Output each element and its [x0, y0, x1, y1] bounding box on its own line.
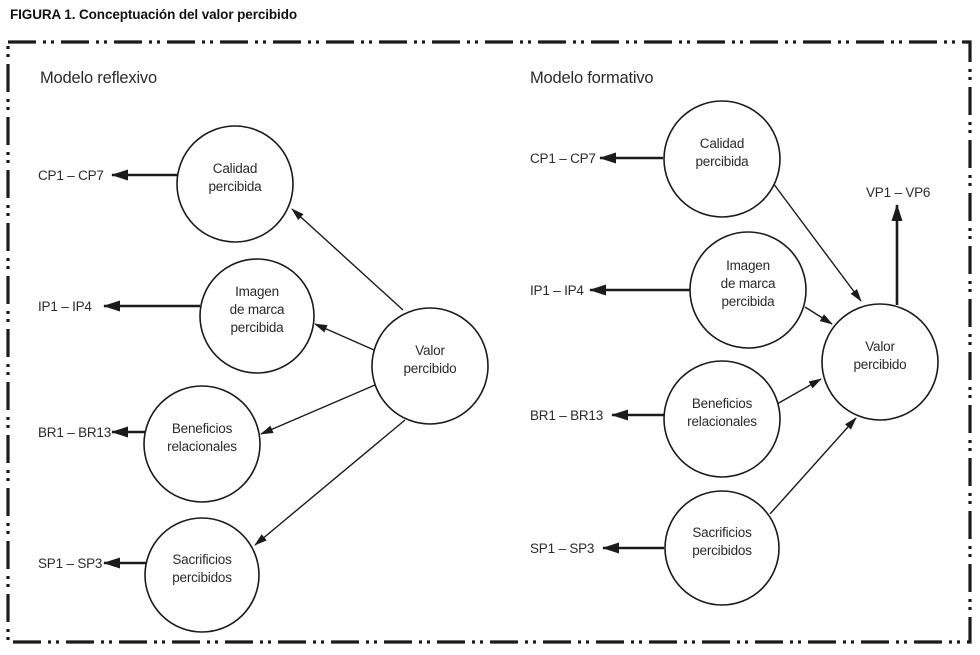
node-formativo-imagen-de-marca-percibida: [689, 231, 807, 349]
model-title-formativo: Modelo formativo: [530, 69, 653, 87]
edge-reflexivo-valor-to-beneficios: [260, 384, 376, 435]
node-formativo-beneficios-relacionales: [663, 360, 781, 478]
node-reflexivo-beneficios-relacionales: [143, 385, 261, 503]
edge-formativo-sacrificios-to-valor: [769, 417, 857, 515]
node-reflexivo-valor-percibido: [371, 307, 489, 425]
figure-title: FIGURA 1. Conceptuación del valor percib…: [10, 7, 297, 22]
edge-formativo-beneficios-to-valor: [776, 378, 822, 405]
indicator-label-formativo-cp: CP1 – CP7: [530, 151, 596, 166]
indicator-label-reflexivo-br: BR1 – BR13: [38, 425, 111, 440]
indicator-label-reflexivo-ip: IP1 – IP4: [38, 299, 92, 314]
edge-formativo-calidad-to-valor: [772, 182, 862, 302]
indicator-label-reflexivo-cp: CP1 – CP7: [38, 168, 104, 183]
indicator-label-formativo-br: BR1 – BR13: [530, 408, 603, 423]
node-formativo-calidad-percibida: [663, 100, 781, 218]
indicator-label-formativo-sp: SP1 – SP3: [530, 541, 594, 556]
edge-reflexivo-valor-to-calidad: [291, 208, 404, 311]
node-formativo-valor-percibido: [821, 303, 939, 421]
edge-reflexivo-valor-to-sacrificios: [254, 419, 406, 546]
indicator-label-reflexivo-sp: SP1 – SP3: [38, 556, 102, 571]
edge-formativo-imagen-to-valor: [804, 306, 833, 325]
node-reflexivo-calidad-percibida: [176, 125, 294, 243]
node-formativo-sacrificios-percibidos: [664, 490, 780, 606]
figure-border: [6, 40, 972, 644]
model-title-reflexivo: Modelo reflexivo: [40, 69, 157, 87]
edge-reflexivo-valor-to-imagen: [314, 323, 375, 351]
node-reflexivo-imagen-de-marca-percibida: [199, 258, 315, 374]
node-reflexivo-sacrificios-percibidos: [144, 517, 260, 633]
indicator-label-formativo-ip: IP1 – IP4: [530, 283, 584, 298]
indicator-label-formativo-vp: VP1 – VP6: [866, 185, 930, 200]
